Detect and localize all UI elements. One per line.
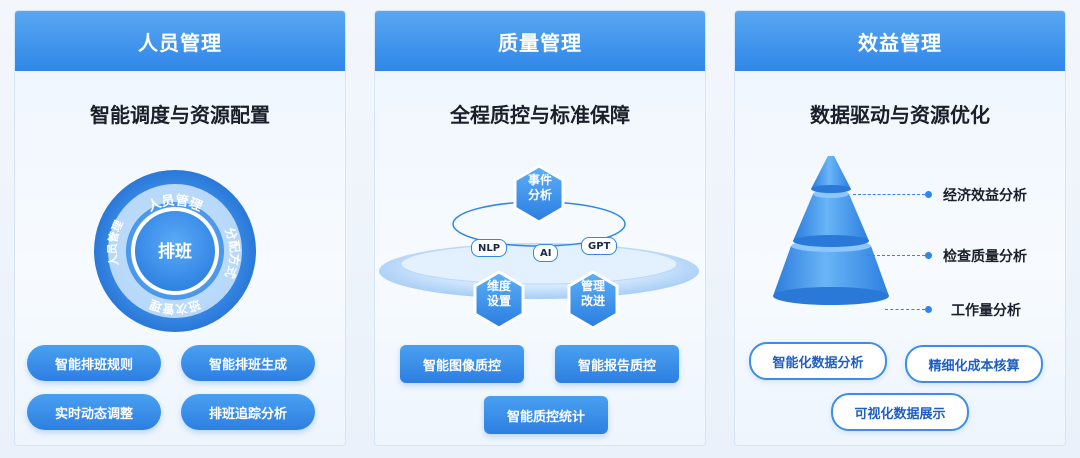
panel-header-personnel: 人员管理 bbox=[15, 11, 345, 71]
pill-qc-statistics[interactable]: 智能质控统计 bbox=[484, 396, 608, 434]
pill-report-qc[interactable]: 智能报告质控 bbox=[555, 345, 679, 383]
pill-smart-data-analysis[interactable]: 智能化数据分析 bbox=[749, 342, 887, 380]
panel-personnel: 人员管理 智能调度与资源配置 人员管理 分配方式 bbox=[14, 10, 346, 446]
ring-inner bbox=[131, 207, 219, 295]
hex-event-analysis bbox=[513, 164, 565, 224]
panel-quality: 质量管理 全程质控与标准保障 事件分析 维度设置 管理改进 NLP AI GPT… bbox=[374, 10, 706, 446]
pill-image-qc[interactable]: 智能图像质控 bbox=[400, 345, 524, 383]
pill-smart-generate[interactable]: 智能排班生成 bbox=[181, 345, 315, 381]
chip-gpt: GPT bbox=[581, 237, 618, 255]
hex-label-dimension: 维度设置 bbox=[486, 279, 511, 308]
cone-tier-top-base bbox=[811, 185, 851, 193]
hex-management-improve bbox=[567, 270, 619, 330]
cone-tier-top bbox=[811, 156, 851, 189]
cone-tier-bottom-base bbox=[773, 287, 889, 305]
panel-header-benefit: 效益管理 bbox=[735, 11, 1065, 71]
cone-tier-bottom bbox=[773, 246, 889, 296]
chip-ai: AI bbox=[533, 244, 559, 262]
panel-benefit: 效益管理 数据驱动与资源优化 经济效益分析 检查质量分析 工作量分析 智能化数据… bbox=[734, 10, 1066, 446]
dot-workload bbox=[925, 306, 932, 313]
scheduling-ring: 人员管理 分配方式 班次管理 人员管理 排班 bbox=[94, 170, 256, 332]
chip-nlp: NLP bbox=[471, 239, 508, 257]
ring-track bbox=[108, 184, 242, 318]
pill-cost-accounting[interactable]: 精细化成本核算 bbox=[905, 345, 1043, 383]
ring-center-label: 排班 bbox=[158, 241, 192, 262]
pill-tracking-analysis[interactable]: 排班追踪分析 bbox=[181, 394, 315, 430]
label-workload-analysis: 工作量分析 bbox=[951, 303, 1021, 319]
leader-economic bbox=[853, 194, 925, 195]
leader-workload bbox=[885, 309, 925, 310]
hex-dimension-setting bbox=[473, 270, 525, 330]
quality-platform-diagram bbox=[379, 164, 699, 330]
dot-economic bbox=[925, 191, 932, 198]
cone-tier-middle bbox=[793, 194, 869, 241]
cone-tier-middle-base bbox=[793, 235, 869, 247]
label-quality-analysis: 检查质量分析 bbox=[943, 249, 1027, 265]
panel-subtitle-personnel: 智能调度与资源配置 bbox=[90, 103, 270, 127]
hex-label-improve: 管理改进 bbox=[580, 279, 605, 308]
pill-visual-data-display[interactable]: 可视化数据展示 bbox=[831, 393, 969, 431]
leader-quality bbox=[867, 255, 925, 256]
panel-subtitle-quality: 全程质控与标准保障 bbox=[450, 103, 630, 127]
hex-label-event: 事件分析 bbox=[527, 173, 552, 202]
benefit-cone-stack bbox=[773, 156, 889, 305]
panel-header-quality: 质量管理 bbox=[375, 11, 705, 71]
label-economic-analysis: 经济效益分析 bbox=[943, 188, 1027, 204]
panel-subtitle-benefit: 数据驱动与资源优化 bbox=[810, 103, 990, 127]
pill-realtime-adjust[interactable]: 实时动态调整 bbox=[27, 394, 161, 430]
pill-smart-rule[interactable]: 智能排班规则 bbox=[27, 345, 161, 381]
dot-quality bbox=[925, 252, 932, 259]
